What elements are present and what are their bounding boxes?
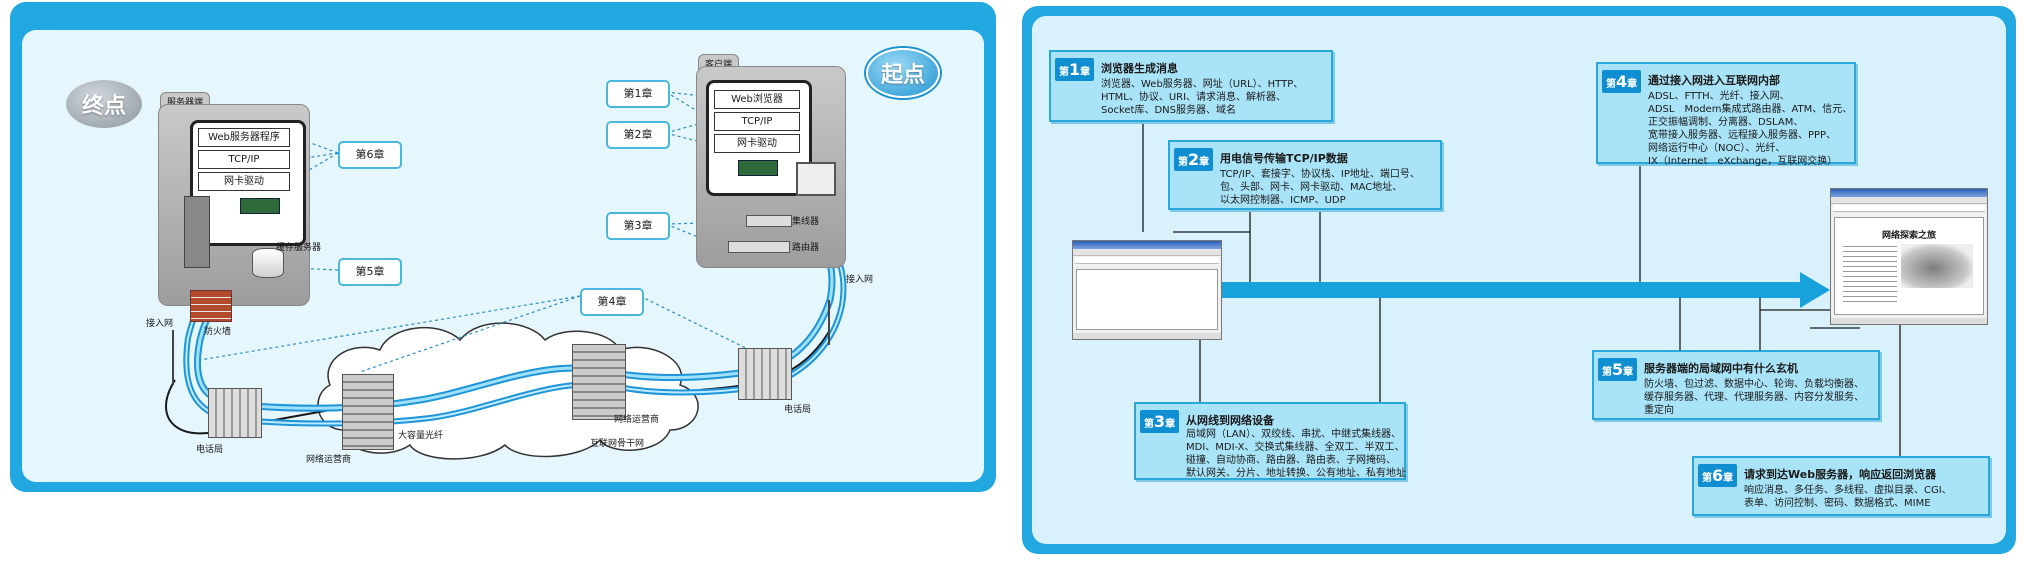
end-point-label: 终点: [81, 94, 126, 119]
server-layer-nic: 网卡驱动: [198, 172, 290, 191]
isp-right-label: 网络运营商: [614, 415, 660, 425]
chapter-4-title: 通过接入网进入互联网内部: [1648, 74, 1780, 87]
chapter-2-card: 第2章 用电信号传输TCP/IP数据 TCP/IP、套接字、协议栈、IP地址、端…: [1168, 140, 1442, 210]
chapter-6-keywords: 响应消息、多任务、多线程、虚拟目录、CGI、 表单、访问控制、密码、数据格式、M…: [1744, 485, 1952, 509]
timeline-arrow-head: [1800, 272, 1830, 308]
chapter-4-keywords: ADSL、FTTH、光纤、接入网、 ADSL Modem集成式路由器、ATM、信…: [1648, 91, 1853, 167]
access-net-left-label: 接入网: [146, 319, 174, 329]
client-pc-monitor: [796, 162, 836, 196]
request-browser-window: [1072, 240, 1222, 340]
chapter-5-title: 服务器端的局域网中有什么玄机: [1644, 362, 1798, 375]
chapter-5-keywords: 防火墙、包过滤、数据中心、轮询、负载均衡器、 缓存服务器、代理、代理服务器、内容…: [1644, 379, 1864, 416]
chapter-5-marker: 第5章: [338, 258, 402, 286]
hub-label: 集线器: [792, 217, 820, 227]
request-window-statusbar: [1073, 333, 1221, 339]
chapter-5-card: 第5章 服务器端的局域网中有什么玄机 防火墙、包过滤、数据中心、轮询、负载均衡器…: [1592, 350, 1880, 420]
chapter-4-badge: 第4章: [1602, 70, 1642, 93]
client-nic-card: [738, 160, 778, 176]
chapter-1-badge: 第1章: [1055, 58, 1095, 81]
result-page-title: 网络探索之旅: [1881, 231, 1936, 241]
response-window-titlebar: [1831, 189, 1987, 197]
end-point-oval: 终点: [66, 80, 142, 128]
client-layer-tcpip: TCP/IP: [714, 112, 800, 131]
request-window-content: [1076, 269, 1218, 330]
request-window-menubar: [1073, 249, 1221, 256]
chapter-6-title: 请求到达Web服务器，响应返回浏览器: [1744, 468, 1937, 481]
request-window-addressbar: [1075, 257, 1219, 264]
backbone-label: 互联网骨干网: [590, 439, 645, 449]
chapter-2-title: 用电信号传输TCP/IP数据: [1220, 152, 1348, 165]
telco-left-building: [208, 388, 262, 438]
start-point-oval: 起点: [866, 48, 940, 98]
chapter-3-card: 第3章 从网线到网络设备 局域网（LAN）、双绞线、串扰、中继式集线器、 MDI…: [1134, 402, 1406, 480]
telco-left-label: 电话局: [196, 445, 224, 455]
firewall-label: 防火墙: [204, 327, 232, 337]
telco-right-label: 电话局: [784, 405, 812, 415]
server-layer-web: Web服务器程序: [198, 128, 290, 147]
start-point-label: 起点: [880, 63, 925, 88]
chapter-2-marker: 第2章: [606, 121, 670, 149]
chapter-6-marker: 第6章: [338, 141, 402, 169]
chapter-1-marker: 第1章: [606, 80, 670, 108]
cache-server-icon: [252, 248, 284, 278]
chapter-1-keywords: 浏览器、Web服务器、网址（URL）、HTTP、 HTML、协议、URI、请求消…: [1101, 79, 1304, 116]
server-nic-card: [240, 198, 280, 214]
response-window-content: 网络探索之旅: [1834, 217, 1984, 315]
response-window-statusbar: [1831, 318, 1987, 324]
result-page-text: [1843, 246, 1897, 302]
router-icon: [728, 241, 790, 253]
isp-right-building: [572, 344, 626, 420]
server-rack: [184, 196, 210, 268]
server-layer-tcpip: TCP/IP: [198, 150, 290, 169]
telco-right-building: [738, 348, 792, 400]
response-browser-window: 网络探索之旅: [1830, 188, 1988, 325]
chapter-1-card: 第1章 浏览器生成消息 浏览器、Web服务器、网址（URL）、HTTP、 HTM…: [1049, 50, 1333, 122]
request-window-titlebar: [1073, 241, 1221, 249]
hub-icon: [746, 215, 792, 227]
chapter-6-badge: 第6章: [1698, 464, 1738, 487]
response-window-menubar: [1831, 197, 1987, 204]
timeline-arrow-shaft: [1222, 282, 1802, 298]
chapter-2-badge: 第2章: [1174, 148, 1214, 171]
chapter-6-card: 第6章 请求到达Web服务器，响应返回浏览器 响应消息、多任务、多线程、虚拟目录…: [1692, 456, 1990, 516]
result-page-image: [1901, 244, 1973, 288]
chapter-3-title: 从网线到网络设备: [1186, 414, 1274, 427]
chapter-2-keywords: TCP/IP、套接字、协议栈、IP地址、端口号、 包、头部、网卡、网卡驱动、MA…: [1220, 169, 1420, 206]
access-net-right-label: 接入网: [846, 275, 874, 285]
client-layer-browser: Web浏览器: [714, 90, 800, 109]
cache-server-label: 缓存服务器: [276, 243, 322, 253]
isp-left-label: 网络运营商: [306, 455, 352, 465]
client-layer-nic: 网卡驱动: [714, 134, 800, 153]
fiber-label: 大容量光纤: [398, 431, 444, 441]
chapter-3-badge: 第3章: [1140, 410, 1180, 433]
router-label: 路由器: [792, 243, 820, 253]
chapter-3-keywords: 局域网（LAN）、双绞线、串扰、中继式集线器、 MDI、MDI-X、交换式集线器…: [1186, 429, 1406, 479]
isp-left-building: [342, 374, 394, 450]
chapter-5-badge: 第5章: [1598, 358, 1638, 381]
chapter-3-marker: 第3章: [606, 212, 670, 240]
chapter-4-marker: 第4章: [580, 288, 644, 316]
firewall-icon: [190, 290, 232, 322]
chapter-1-title: 浏览器生成消息: [1101, 62, 1178, 75]
response-window-addressbar: [1833, 205, 1985, 212]
chapter-4-card: 第4章 通过接入网进入互联网内部 ADSL、FTTH、光纤、接入网、 ADSL …: [1596, 62, 1856, 167]
